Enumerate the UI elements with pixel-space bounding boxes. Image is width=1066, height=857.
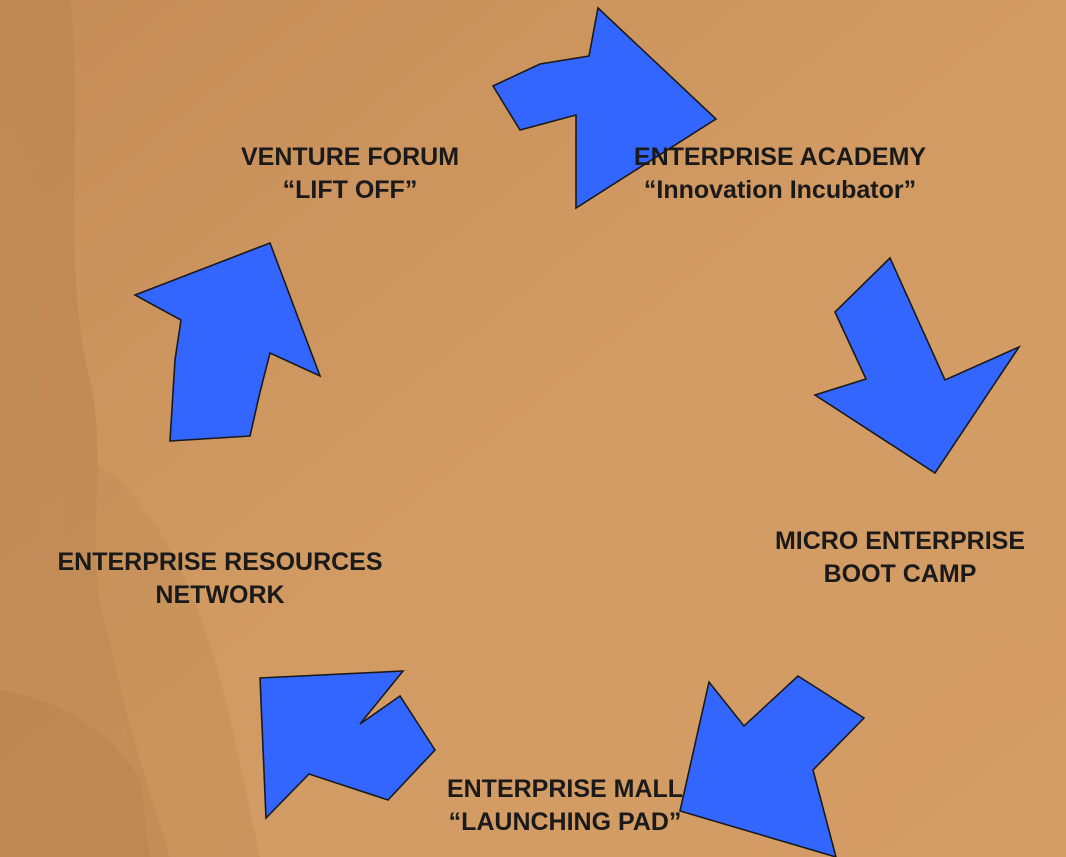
node-enterprise-resources: ENTERPRISE RESOURCES NETWORK: [0, 546, 440, 612]
node-enterprise-resources-title: ENTERPRISE RESOURCES: [57, 548, 383, 576]
node-enterprise-academy-title: ENTERPRISE ACADEMY: [633, 143, 927, 171]
node-enterprise-mall-subtitle: “LAUNCHING PAD”: [448, 808, 682, 836]
node-micro-enterprise: MICRO ENTERPRISE BOOT CAMP: [730, 525, 1066, 591]
node-enterprise-mall: ENTERPRISE MALL “LAUNCHING PAD”: [400, 773, 730, 839]
node-enterprise-mall-title: ENTERPRISE MALL: [446, 775, 684, 803]
node-venture-forum-title: VENTURE FORUM: [240, 143, 460, 171]
arrow-academy-to-micro: [813, 256, 1022, 475]
arrow-micro-to-mall: [679, 674, 866, 857]
arrow-mall-to-resources: [259, 670, 437, 820]
node-venture-forum-subtitle: “LIFT OFF”: [282, 176, 418, 204]
node-micro-enterprise-title: MICRO ENTERPRISE: [774, 527, 1026, 555]
node-venture-forum: VENTURE FORUM “LIFT OFF”: [205, 141, 495, 207]
node-enterprise-academy-subtitle: “Innovation Incubator”: [643, 176, 917, 204]
node-enterprise-resources-subtitle: NETWORK: [155, 581, 285, 609]
arrow-venture-to-academy: [491, 6, 718, 210]
node-enterprise-academy: ENTERPRISE ACADEMY “Innovation Incubator…: [580, 141, 980, 207]
node-micro-enterprise-subtitle: BOOT CAMP: [823, 560, 977, 588]
arrow-resources-to-venture: [133, 241, 322, 442]
